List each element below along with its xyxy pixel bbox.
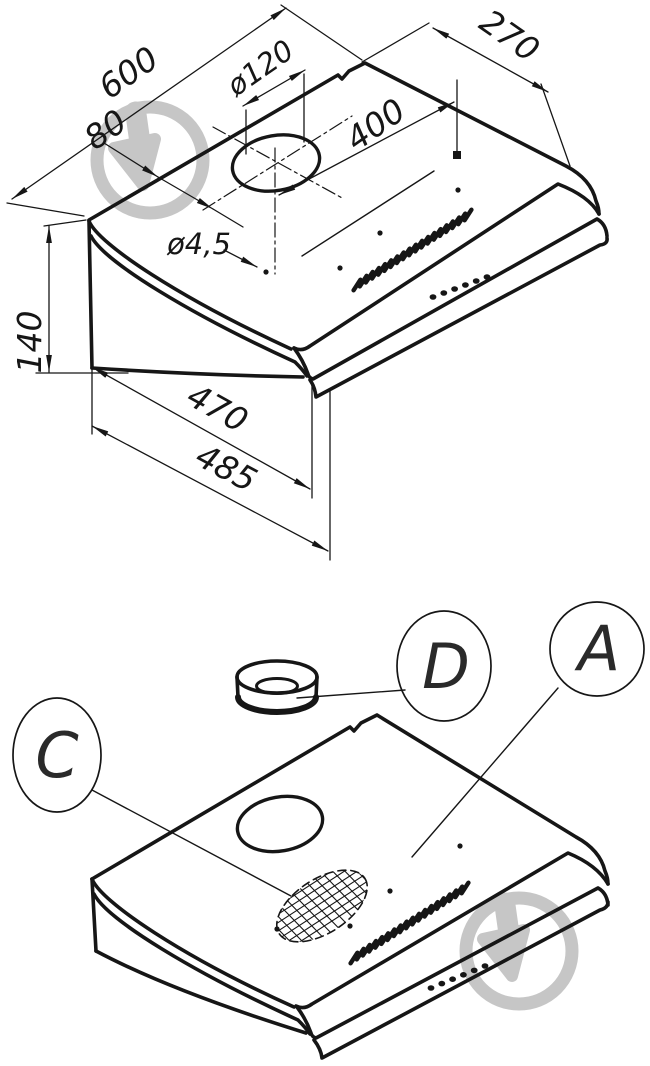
control-buttons-2 — [427, 963, 489, 991]
duct-hole-circle — [230, 133, 322, 193]
hood2-slope-left-fold — [92, 892, 312, 1036]
duct-ring-bottom — [235, 694, 319, 715]
dim-120-label: ø120 — [220, 33, 300, 103]
hood2-left-vertical-edge — [90, 877, 98, 953]
ext-270-right — [540, 83, 571, 167]
hood-front-fold-edge — [292, 182, 601, 352]
hood2-bottom-rim-edge — [312, 900, 610, 1060]
dim-400-label: 400 — [338, 91, 412, 159]
hood2-slope-left-edge — [90, 877, 296, 1009]
ext-270-left — [361, 22, 430, 63]
dim-line-120 — [242, 69, 306, 107]
duct-hole-2 — [235, 794, 325, 854]
vent-panel-edge — [301, 170, 435, 257]
callout-circles — [12, 601, 645, 897]
callout-circle-D — [396, 610, 492, 722]
dim-270-label: 270 — [473, 2, 547, 70]
grease-filter-area — [264, 855, 380, 954]
hood2-band-bottom-edge — [295, 886, 610, 1040]
grease-filter-hatching — [264, 855, 380, 954]
dim-470-label: 470 — [181, 376, 255, 441]
dim-140-label: 140 — [10, 311, 49, 374]
grease-filter-outline — [275, 869, 369, 943]
hood-slope-left-edge — [87, 219, 293, 351]
ext-600-left — [6, 202, 85, 217]
callout-letter-C: C — [35, 719, 79, 792]
callout-letter-A: A — [574, 612, 620, 685]
callout-circle-C — [12, 697, 102, 813]
callout-circle-A — [549, 601, 645, 697]
store-logo-watermark-bottom — [466, 891, 572, 1004]
dim-line-600 — [11, 7, 287, 200]
hood-body-outline-2 — [90, 713, 610, 1060]
vent-slots-2 — [348, 880, 471, 966]
dim-line-485 — [91, 425, 329, 552]
mounting-hole-dots-2 — [274, 843, 463, 932]
hood2-rear-edges — [90, 713, 610, 886]
dim-line-80-b — [157, 176, 214, 210]
dim-line-80-tail — [212, 208, 244, 228]
ext-400-anchor-square — [453, 151, 461, 159]
mounting-hole-dots — [263, 187, 461, 275]
hood-rear-edges — [87, 61, 601, 222]
callout-letter-D: D — [422, 630, 470, 703]
leader-D — [296, 689, 406, 699]
duct-ring-side-left — [235, 675, 240, 699]
duct-ring-part — [235, 659, 319, 715]
hood-body-outline — [87, 61, 609, 399]
leader-A — [411, 687, 559, 858]
bottom-view-drawing: C D A — [12, 601, 645, 1060]
callout-letters: C D A — [35, 612, 620, 792]
hood2-left-bottom-edge — [94, 949, 308, 1035]
dim-485-label: 485 — [189, 436, 263, 500]
vent-slots — [351, 207, 474, 293]
control-buttons — [429, 274, 491, 300]
ext-600-right — [280, 4, 363, 61]
leader-line-4-5 — [223, 249, 258, 268]
ext-140-top — [43, 219, 87, 227]
duct-ring-inner — [255, 677, 299, 695]
hood2-front-fold-edge — [294, 851, 610, 1010]
hood-left-vertical-edge — [87, 219, 94, 370]
leader-C — [91, 789, 292, 897]
dim-line-80-a — [103, 142, 159, 178]
duct-ring-side-right — [314, 675, 319, 699]
hood-bottom-rim-edge — [308, 236, 609, 399]
dim-line-400 — [278, 101, 455, 196]
hood-band-bottom-edge — [292, 217, 609, 381]
dim-600-label: 600 — [91, 39, 165, 107]
dim-line-270 — [432, 27, 549, 93]
dimension-lines — [6, 4, 571, 561]
top-view-drawing: 600 270 ø120 400 80 ø4,5 140 470 485 — [6, 2, 609, 561]
dim-4-5-label: ø4,5 — [166, 227, 231, 261]
